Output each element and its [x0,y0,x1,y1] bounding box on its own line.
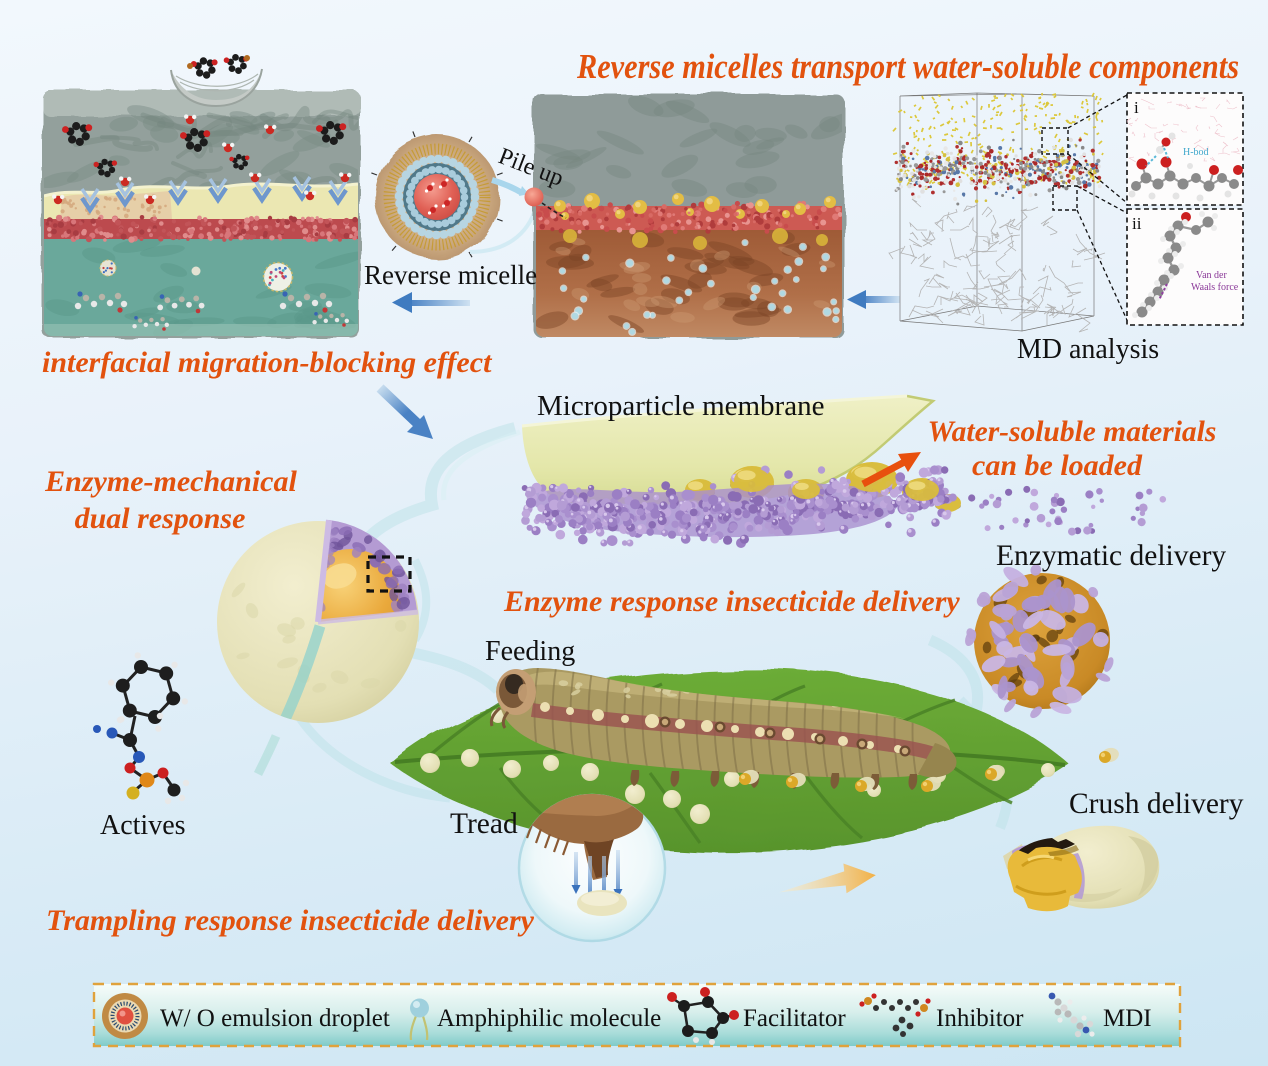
svg-text:Reverse micelles transport wat: Reverse micelles transport water-soluble… [576,47,1239,86]
svg-text:can be loaded: can be loaded [972,449,1143,482]
svg-text:Trampling response insecticide: Trampling response insecticide delivery [46,904,535,937]
svg-text:Facilitator: Facilitator [743,1005,846,1032]
svg-text:i: i [1134,98,1139,117]
svg-text:Feeding: Feeding [485,636,575,667]
svg-text:MDI: MDI [1103,1005,1152,1032]
svg-text:Reverse micelle: Reverse micelle [364,260,537,290]
svg-text:Microparticle membrane: Microparticle membrane [537,390,824,422]
svg-text:H-bod: H-bod [1183,147,1209,158]
svg-text:interfacial migration-blocking: interfacial migration-blocking effect [42,346,493,379]
svg-text:Waals force: Waals force [1191,282,1239,293]
svg-text:Enzymatic delivery: Enzymatic delivery [996,540,1226,572]
svg-text:Crush delivery: Crush delivery [1069,788,1244,820]
svg-text:W/ O emulsion droplet: W/ O emulsion droplet [160,1005,390,1032]
svg-text:ii: ii [1132,214,1142,233]
svg-text:Water-soluble materials: Water-soluble materials [928,416,1217,448]
svg-text:Actives: Actives [100,810,186,841]
svg-text:Amphiphilic molecule: Amphiphilic molecule [437,1005,661,1032]
svg-text:Tread: Tread [450,808,518,840]
svg-text:Enzyme response insecticide de: Enzyme response insecticide delivery [503,585,960,618]
svg-text:Enzyme-mechanical: Enzyme-mechanical [44,465,297,498]
svg-text:dual response: dual response [75,502,246,535]
svg-text:Inhibitor: Inhibitor [936,1005,1024,1032]
svg-text:Van der: Van der [1196,270,1227,281]
svg-text:MD analysis: MD analysis [1017,334,1159,365]
